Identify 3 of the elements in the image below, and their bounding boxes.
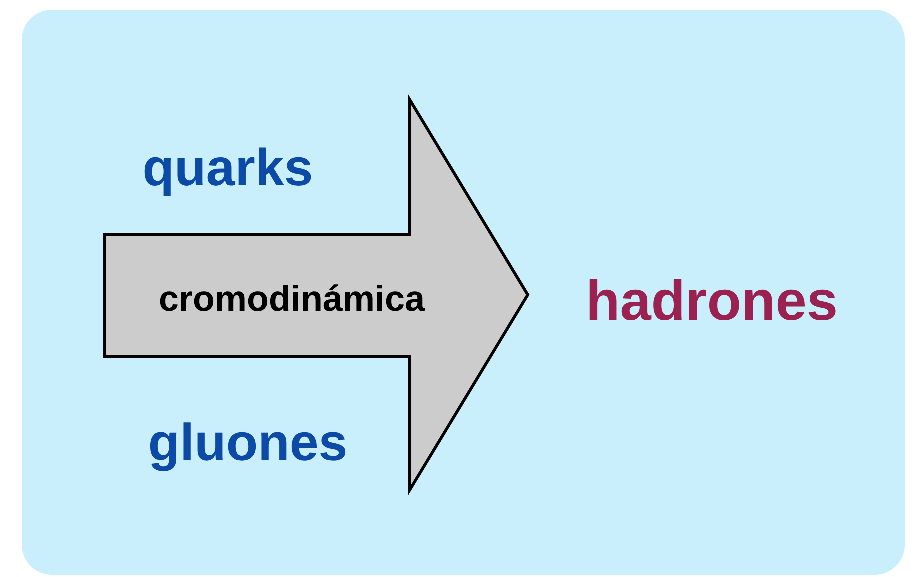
particle-name: hadrones <box>590 279 836 321</box>
particle-name: quarks <box>144 148 312 196</box>
particle-name: gluones <box>150 422 346 472</box>
